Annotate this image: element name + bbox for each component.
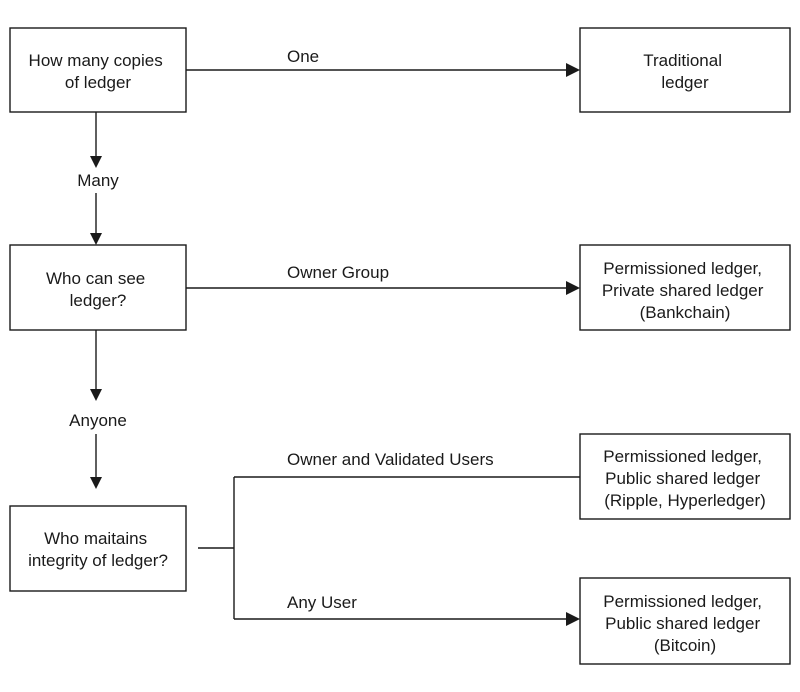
node-permissioned-public-ripple-line-1: Permissioned ledger, [603, 447, 762, 466]
svg-text:Who can see ledger?: Who can see ledger? [46, 269, 150, 310]
node-permissioned-private: Permissioned ledger, Private shared ledg… [579, 244, 791, 331]
node-permissioned-public-ripple-line-3: (Ripple, Hyperledger) [604, 491, 766, 510]
node-traditional-ledger-line-1: Traditional [643, 51, 722, 70]
svg-text:Permissioned ledger, Pri: Permissioned ledger, Private shared ledg… [602, 259, 768, 322]
edge-one-arrowhead [566, 63, 580, 77]
node-who-can-see-line-2: ledger? [70, 291, 127, 310]
node-permissioned-private-line-3: (Bankchain) [640, 303, 731, 322]
node-how-many-copies-line-1: How many copies [29, 51, 163, 70]
edge-anyone-arrowhead-2 [90, 477, 102, 489]
node-permissioned-public-bitcoin-line-1: Permissioned ledger, [603, 592, 762, 611]
node-who-maintains-integrity: Who maitains integrity of ledger? [9, 505, 187, 592]
edge-label-anyone: Anyone [69, 411, 127, 430]
node-who-maintains-integrity-line-2: integrity of ledger? [28, 551, 168, 570]
node-who-maintains-integrity-line-1: Who maitains [44, 529, 147, 548]
node-permissioned-public-ripple-line-2: Public shared ledger [605, 469, 760, 488]
svg-text:Who maitains integrity o: Who maitains integrity of ledger? [28, 529, 168, 570]
node-permissioned-public-bitcoin-line-2: Public shared ledger [605, 614, 760, 633]
node-permissioned-public-bitcoin: Permissioned ledger, Public shared ledge… [579, 577, 791, 665]
edge-label-one: One [287, 47, 319, 66]
edge-many: Many [77, 112, 119, 245]
edge-any-user-arrowhead [566, 612, 580, 626]
svg-text:How many copies of ledge: How many copies of ledger [29, 51, 168, 92]
node-who-can-see: Who can see ledger? [9, 244, 187, 331]
edge-owner-group: Owner Group [186, 263, 580, 295]
edge-anyone: Anyone [69, 330, 127, 489]
node-traditional-ledger: Traditional ledger [579, 27, 791, 113]
node-permissioned-public-bitcoin-line-3: (Bitcoin) [654, 636, 716, 655]
edge-any-user: Any User [234, 593, 580, 626]
svg-text:Permissioned ledger, Pub: Permissioned ledger, Public shared ledge… [603, 592, 767, 655]
edge-many-arrowhead-2 [90, 233, 102, 245]
node-permissioned-public-ripple: Permissioned ledger, Public shared ledge… [579, 433, 791, 520]
node-how-many-copies: How many copies of ledger [9, 27, 187, 113]
edge-anyone-arrowhead-1 [90, 389, 102, 401]
edge-many-arrowhead-1 [90, 156, 102, 168]
node-permissioned-private-line-1: Permissioned ledger, [603, 259, 762, 278]
node-permissioned-private-line-2: Private shared ledger [602, 281, 764, 300]
edge-label-any-user: Any User [287, 593, 357, 612]
edge-label-owner-validated-users: Owner and Validated Users [287, 450, 494, 469]
node-how-many-copies-line-2: of ledger [65, 73, 131, 92]
edge-owner-group-arrowhead [566, 281, 580, 295]
edge-label-owner-group: Owner Group [287, 263, 389, 282]
svg-text:Permissioned ledger, Pub: Permissioned ledger, Public shared ledge… [603, 447, 767, 510]
edge-owner-validated-users: Owner and Validated Users [234, 450, 580, 478]
edge-one: One [186, 47, 580, 77]
svg-text:Traditional ledger: Traditional ledger [643, 51, 726, 92]
node-who-can-see-line-1: Who can see [46, 269, 145, 288]
edge-integrity-branch [198, 477, 235, 619]
edge-label-many: Many [77, 171, 119, 190]
node-traditional-ledger-line-2: ledger [661, 73, 709, 92]
